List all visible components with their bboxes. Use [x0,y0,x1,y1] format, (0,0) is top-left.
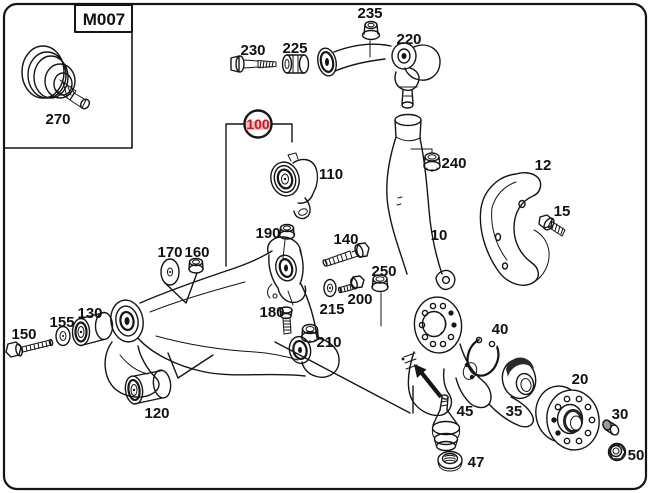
callout-150[interactable]: 150 [11,326,36,343]
callout-250[interactable]: 250 [371,263,396,280]
callout-240[interactable]: 240 [441,155,466,172]
callout-120[interactable]: 120 [144,405,169,422]
bolt-180-art [279,306,293,335]
bushing-110-art [270,152,319,220]
nut-240-art [410,148,441,172]
callout-200[interactable]: 200 [347,291,372,308]
inset-box [4,4,133,149]
callout-190[interactable]: 190 [255,225,280,242]
nut-160-art [188,257,204,274]
nut-210-art [300,323,320,343]
callout-210[interactable]: 210 [316,334,341,351]
callout-100[interactable]: 100 [246,116,270,132]
washer-170-art [160,258,180,286]
leader-120 [167,352,214,379]
nut-235-art [361,20,381,58]
pointer-arrow [414,364,443,399]
highlight-underline [246,121,270,130]
washer-215-art [323,278,337,298]
upper-arm-art [317,42,441,109]
callout-130[interactable]: 130 [77,305,102,322]
callout-45[interactable]: 45 [457,403,474,420]
hub-20-art [535,385,600,451]
nut-190-art [278,223,296,259]
callout-235[interactable]: 235 [357,5,382,22]
callout-215[interactable]: 215 [319,301,344,318]
callout-155[interactable]: 155 [49,314,74,331]
callout-15[interactable]: 15 [554,203,571,220]
lower-arm-art [104,236,340,398]
inset-box-code: M007 [83,10,126,29]
callout-140[interactable]: 140 [333,231,358,248]
seal-47-art [437,450,463,472]
bushing-120-art [124,369,172,405]
bolt-140-art [322,242,370,267]
washer-155-art [55,325,71,347]
callout-30[interactable]: 30 [612,406,629,423]
snap-ring-art [466,334,500,377]
cv-joint-art [21,45,91,110]
nut-50-art [607,442,627,462]
callout-20[interactable]: 20 [572,371,589,388]
callout-220[interactable]: 220 [396,31,421,48]
bearing-35-art [501,357,537,400]
callout-230[interactable]: 230 [240,42,265,59]
dust-shield-art [479,171,550,286]
nut-250-art [371,274,389,327]
callout-180[interactable]: 180 [259,304,284,321]
callout-110[interactable]: 110 [319,166,343,183]
callout-160[interactable]: 160 [184,244,209,261]
callout-10[interactable]: 10 [431,227,448,244]
callout-270[interactable]: 270 [45,111,70,128]
callout-40[interactable]: 40 [492,321,509,338]
bolt-15-art [538,214,566,237]
hotspot-100[interactable]: 100 [225,109,293,267]
ball-joint-45-art [431,394,461,452]
callout-170[interactable]: 170 [157,244,182,261]
leader-170-160 [164,272,198,304]
callout-225[interactable]: 225 [282,40,307,57]
bushing-130-art [71,311,114,347]
bolt-230-art [230,55,277,73]
bolt-200-art [337,275,365,294]
callout-50[interactable]: 50 [628,447,645,464]
sleeve-30-art [602,419,620,436]
bolt-150-art [5,338,54,358]
leader-arm-to-knuckle [274,341,414,414]
knuckle-art [386,113,534,428]
callout-47[interactable]: 47 [468,454,485,471]
bushing-225-art [281,54,310,74]
callout-12[interactable]: 12 [535,157,552,174]
callout-35[interactable]: 35 [506,403,523,420]
